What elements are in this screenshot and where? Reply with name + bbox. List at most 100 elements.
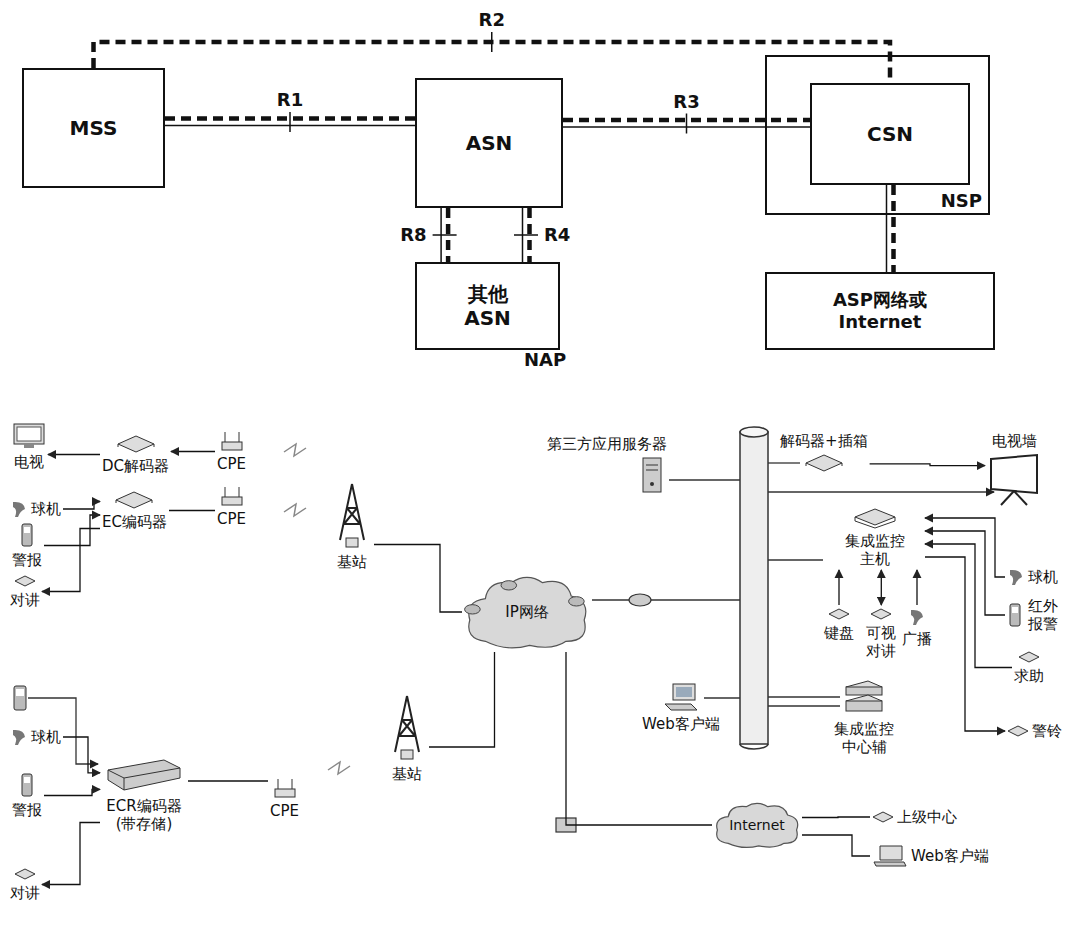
tower-icon (332, 480, 372, 550)
node-text: Web客户端 (642, 715, 720, 733)
connector-line (429, 652, 495, 747)
camera-device: 球机 (8, 497, 63, 521)
connector-line (802, 835, 870, 856)
connector (802, 835, 870, 856)
region-label: NAP (522, 350, 568, 370)
help-button: 求助 (1012, 648, 1046, 687)
video-wall: 电视墙 (985, 430, 1043, 509)
connector (188, 781, 268, 782)
connector (563, 114, 810, 134)
wireless-symbol (284, 444, 350, 774)
interface-label: R4 (542, 225, 572, 245)
intercom-device: 对讲 (8, 572, 42, 611)
connector (374, 545, 462, 613)
connector-line (925, 544, 1012, 668)
decoder-device: DC解码器 (100, 432, 171, 477)
connector (514, 208, 538, 262)
talk-icon (828, 607, 850, 621)
cam-icon (908, 607, 926, 627)
connector-line (188, 780, 268, 781)
phone-icon (1007, 602, 1023, 628)
connector (63, 502, 100, 510)
connector-line (925, 557, 1005, 731)
cpe-device: CPE (268, 775, 301, 822)
node-text: Web客户端 (911, 847, 989, 865)
cpe-icon (272, 777, 298, 799)
connector-line (916, 570, 917, 605)
talk-icon (872, 810, 894, 824)
interface-tick (433, 234, 457, 236)
cpe-icon (219, 485, 245, 507)
node-text: 警报 (12, 801, 42, 819)
broadcast-device: 广播 (900, 605, 934, 650)
connector-line (42, 529, 100, 592)
network-element-box: ASN (415, 78, 563, 208)
node-text: MSS (70, 116, 118, 140)
node-text: ASN (466, 131, 513, 155)
node-text: 球机 (31, 500, 61, 518)
internet-cloud: Internet (712, 800, 802, 850)
encoder-device: EC编码器 (100, 488, 169, 533)
keyboard-device: 键盘 (822, 605, 856, 644)
node-text: 警铃 (1032, 722, 1062, 740)
connector (802, 817, 870, 819)
connector (44, 789, 100, 795)
node-text: IP网络 (505, 603, 548, 621)
talk-icon (14, 867, 36, 881)
node-text: 求助 (1014, 667, 1044, 685)
intercom-device: 对讲 (8, 865, 42, 904)
connector (839, 570, 840, 605)
interface-tick (491, 32, 493, 52)
connector (870, 464, 985, 466)
connector (925, 557, 1005, 731)
network-element-box: MSS (22, 68, 165, 188)
tv-icon (12, 422, 46, 450)
monitor-host: 集成监控 主机 (825, 505, 925, 570)
connector-line (48, 454, 100, 455)
connector (881, 570, 882, 605)
node-text: 对讲 (10, 884, 40, 902)
connector-line (171, 451, 215, 452)
connector (566, 652, 712, 825)
node-text: 可视 对讲 (864, 624, 899, 660)
box-icon (804, 453, 844, 473)
node-text: NSP (941, 190, 982, 212)
pc-icon (661, 682, 701, 712)
base-station: 基站 (385, 690, 429, 785)
laptop-icon (872, 844, 908, 868)
interface-label: R8 (398, 225, 428, 245)
tower-icon (387, 692, 427, 762)
node-text: 解码器+插箱 (780, 432, 868, 450)
node-text: 电视墙 (992, 432, 1037, 450)
interface-tick (514, 234, 538, 236)
node-text: 第三方应用服务器 (547, 435, 667, 453)
node-text: 球机 (31, 728, 61, 746)
bus-cylinder (740, 427, 768, 749)
connector-line (374, 545, 462, 613)
node-text: 球机 (1028, 568, 1058, 586)
monitor-aux: 集成监控 中心辅 (830, 675, 899, 758)
interface-label: R2 (477, 10, 507, 30)
node-text: 对讲 (10, 591, 40, 609)
network-element-box: CSN (810, 83, 970, 185)
server-device: 第三方应用服务器 (545, 433, 669, 498)
connector (165, 112, 415, 132)
connector-line (169, 510, 215, 511)
cpe-icon (219, 430, 245, 452)
cam-icon (10, 499, 28, 519)
wall-icon (987, 453, 1041, 507)
web-client: Web客户端 (640, 680, 722, 735)
node-text: 基站 (392, 765, 422, 783)
connector (48, 454, 100, 455)
node-text: 警报 (12, 551, 42, 569)
server-icon (637, 456, 667, 496)
connector-line (881, 570, 882, 605)
encoder-storage: ECR编码器 (带存储) (100, 752, 188, 835)
talk-icon (1018, 650, 1040, 664)
connector (171, 451, 215, 452)
video-intercom: 可视 对讲 (862, 605, 901, 662)
phone-icon (19, 522, 35, 548)
connector (887, 185, 894, 272)
stack-icon (842, 677, 886, 717)
talk-icon (1007, 724, 1029, 738)
